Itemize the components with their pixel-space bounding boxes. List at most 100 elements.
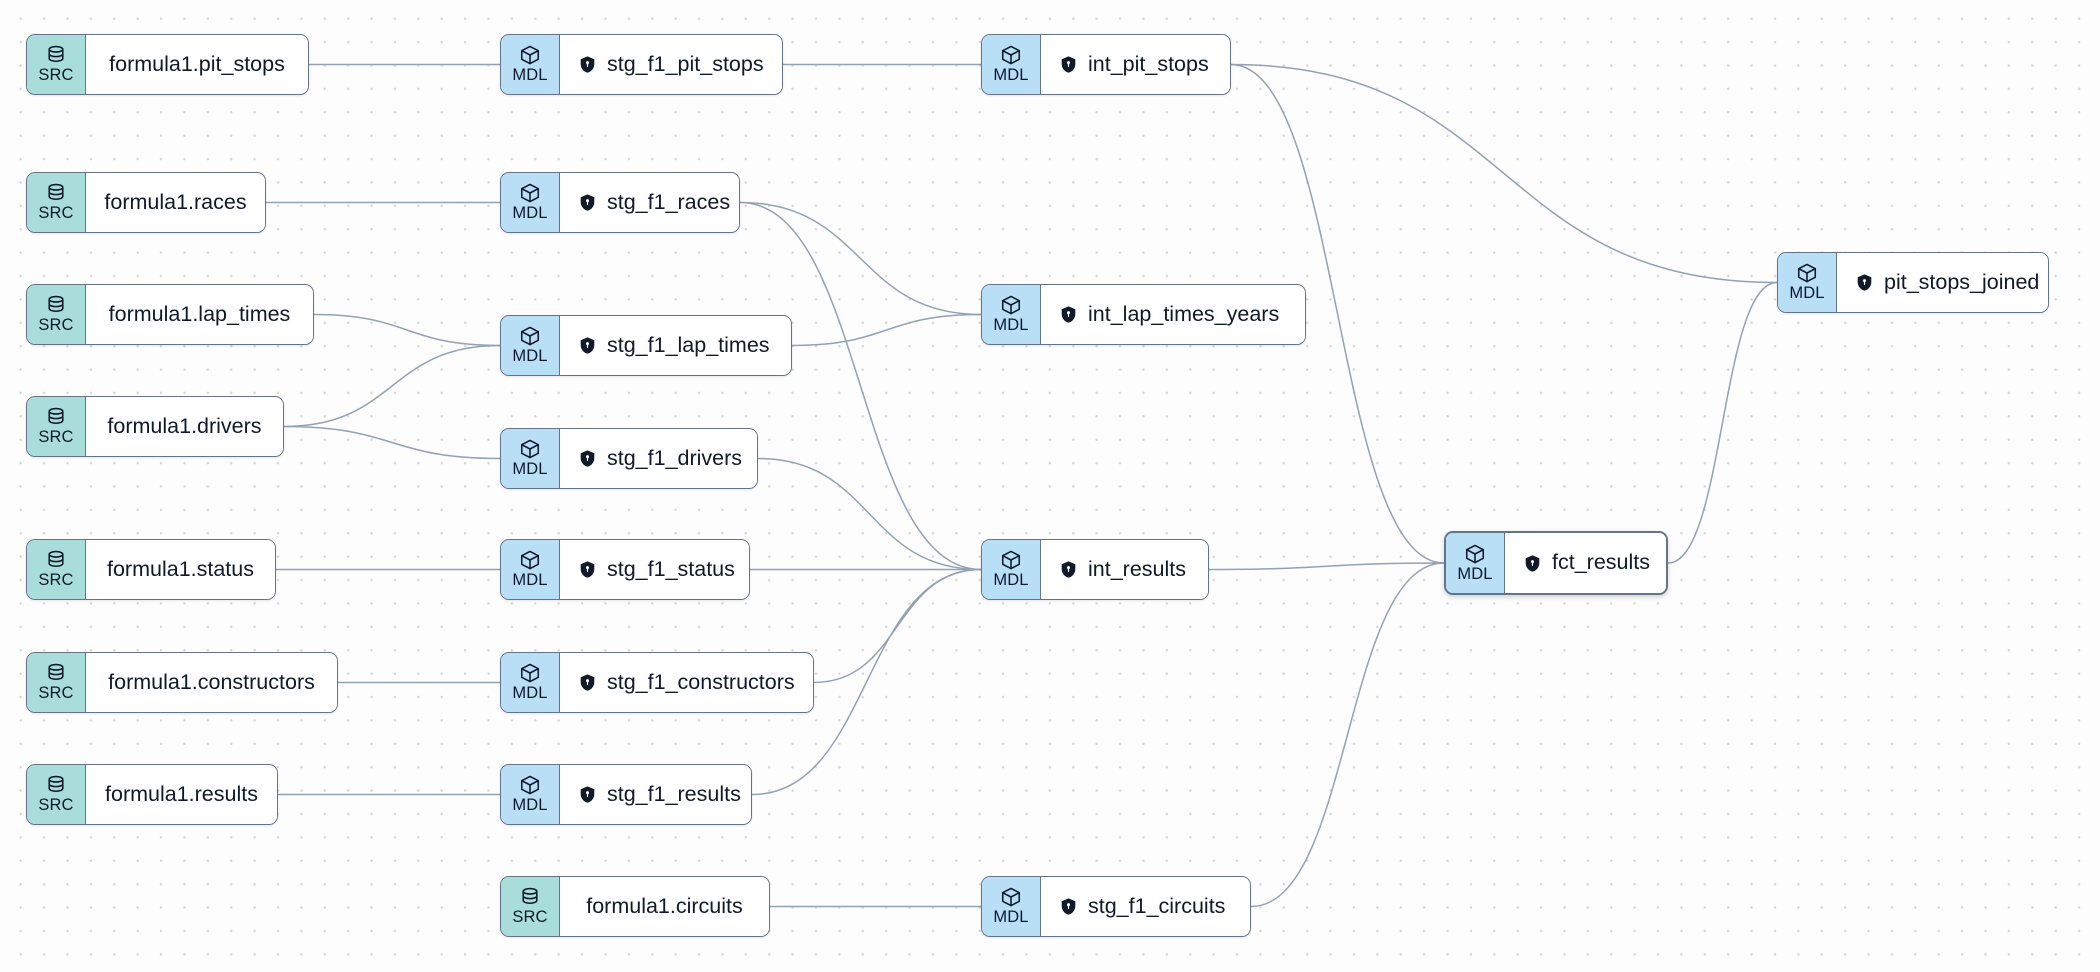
badge-label: SRC xyxy=(38,204,74,223)
node-body: formula1.status xyxy=(86,540,275,599)
cube-icon xyxy=(519,182,541,204)
badge-label: MDL xyxy=(993,316,1029,335)
model-badge: MDL xyxy=(501,429,560,488)
edge-stg_drivers-to-int_results xyxy=(757,457,982,571)
node-label: formula1.results xyxy=(105,781,258,806)
edge-src_drivers-to-stg_drivers xyxy=(283,425,501,460)
edge-stg_lap_times-to-int_lap_times_years xyxy=(791,313,982,347)
shield-lock-icon xyxy=(578,673,597,692)
graph-node-stg_drivers[interactable]: MDL stg_f1_drivers xyxy=(500,428,758,489)
model-badge: MDL xyxy=(982,877,1041,936)
graph-node-src_results[interactable]: SRC formula1.results xyxy=(26,764,278,825)
database-icon xyxy=(45,406,67,428)
node-body: int_pit_stops xyxy=(1041,35,1230,94)
model-badge: MDL xyxy=(982,285,1041,344)
node-label: formula1.circuits xyxy=(586,893,743,918)
database-icon xyxy=(45,774,67,796)
badge-label: MDL xyxy=(512,460,548,479)
graph-node-stg_races[interactable]: MDL stg_f1_races xyxy=(500,172,740,233)
node-body: stg_f1_results xyxy=(560,765,751,824)
cube-icon xyxy=(1000,294,1022,316)
graph-node-src_pit_stops[interactable]: SRC formula1.pit_stops xyxy=(26,34,309,95)
source-badge: SRC xyxy=(27,397,86,456)
graph-node-pit_stops_joined[interactable]: MDL pit_stops_joined xyxy=(1777,252,2049,313)
edge-int_pit_stops-to-pit_stops_joined xyxy=(1230,63,1778,284)
node-label: int_lap_times_years xyxy=(1088,301,1280,326)
badge-label: SRC xyxy=(38,796,74,815)
model-badge: MDL xyxy=(1446,533,1505,593)
badge-label: MDL xyxy=(1457,564,1493,583)
graph-node-src_circuits[interactable]: SRC formula1.circuits xyxy=(500,876,770,937)
database-icon xyxy=(519,886,541,908)
cube-icon xyxy=(519,774,541,796)
edge-stg_races-to-int_lap_times_years xyxy=(739,201,982,316)
model-badge: MDL xyxy=(501,653,560,712)
model-badge: MDL xyxy=(982,35,1041,94)
badge-label: MDL xyxy=(512,571,548,590)
model-badge: MDL xyxy=(501,765,560,824)
source-badge: SRC xyxy=(27,173,86,232)
model-badge: MDL xyxy=(501,35,560,94)
graph-node-stg_results[interactable]: MDL stg_f1_results xyxy=(500,764,752,825)
graph-node-fct_results[interactable]: MDL fct_results xyxy=(1444,531,1668,595)
node-label: stg_f1_status xyxy=(607,556,735,581)
shield-lock-icon xyxy=(1059,55,1078,74)
badge-label: MDL xyxy=(512,66,548,85)
node-body: stg_f1_pit_stops xyxy=(560,35,782,94)
edge-int_results-to-fct_results xyxy=(1208,562,1445,571)
cube-icon xyxy=(1796,262,1818,284)
node-label: fct_results xyxy=(1552,550,1650,575)
node-body: stg_f1_circuits xyxy=(1041,877,1250,936)
model-badge: MDL xyxy=(501,173,560,232)
node-body: int_results xyxy=(1041,540,1208,599)
graph-node-stg_circuits[interactable]: MDL stg_f1_circuits xyxy=(981,876,1251,937)
shield-lock-icon xyxy=(1855,273,1874,292)
node-label: formula1.constructors xyxy=(108,669,315,694)
graph-node-int_pit_stops[interactable]: MDL int_pit_stops xyxy=(981,34,1231,95)
node-label: stg_f1_constructors xyxy=(607,669,795,694)
database-icon xyxy=(45,294,67,316)
shield-lock-icon xyxy=(1059,560,1078,579)
graph-node-stg_constructors[interactable]: MDL stg_f1_constructors xyxy=(500,652,814,713)
cube-icon xyxy=(519,325,541,347)
graph-node-stg_pit_stops[interactable]: MDL stg_f1_pit_stops xyxy=(500,34,783,95)
edge-src_lap_times-to-stg_lap_times xyxy=(313,313,501,347)
node-label: formula1.status xyxy=(107,556,254,581)
node-body: int_lap_times_years xyxy=(1041,285,1305,344)
node-label: stg_f1_drivers xyxy=(607,445,743,470)
node-label: stg_f1_results xyxy=(607,781,741,806)
shield-lock-icon xyxy=(578,785,597,804)
badge-label: SRC xyxy=(38,66,74,85)
badge-label: MDL xyxy=(1789,284,1825,303)
node-label: stg_f1_races xyxy=(607,189,731,214)
source-badge: SRC xyxy=(27,653,86,712)
node-label: int_results xyxy=(1088,556,1186,581)
badge-label: MDL xyxy=(512,204,548,223)
edge-src_drivers-to-stg_lap_times xyxy=(283,344,501,428)
graph-node-int_lap_times_years[interactable]: MDL int_lap_times_years xyxy=(981,284,1306,345)
shield-lock-icon xyxy=(578,336,597,355)
cube-icon xyxy=(519,662,541,684)
cube-icon xyxy=(1464,543,1486,565)
badge-label: MDL xyxy=(512,684,548,703)
cube-icon xyxy=(519,44,541,66)
node-body: formula1.results xyxy=(86,765,277,824)
badge-label: SRC xyxy=(512,908,548,927)
node-label: stg_f1_circuits xyxy=(1088,893,1226,918)
graph-node-stg_status[interactable]: MDL stg_f1_status xyxy=(500,539,750,600)
node-body: formula1.pit_stops xyxy=(86,35,308,94)
cube-icon xyxy=(1000,549,1022,571)
graph-node-src_constructors[interactable]: SRC formula1.constructors xyxy=(26,652,338,713)
edge-stg_circuits-to-fct_results xyxy=(1250,562,1445,908)
badge-label: MDL xyxy=(993,66,1029,85)
node-body: pit_stops_joined xyxy=(1837,253,2048,312)
database-icon xyxy=(45,662,67,684)
badge-label: SRC xyxy=(38,316,74,335)
